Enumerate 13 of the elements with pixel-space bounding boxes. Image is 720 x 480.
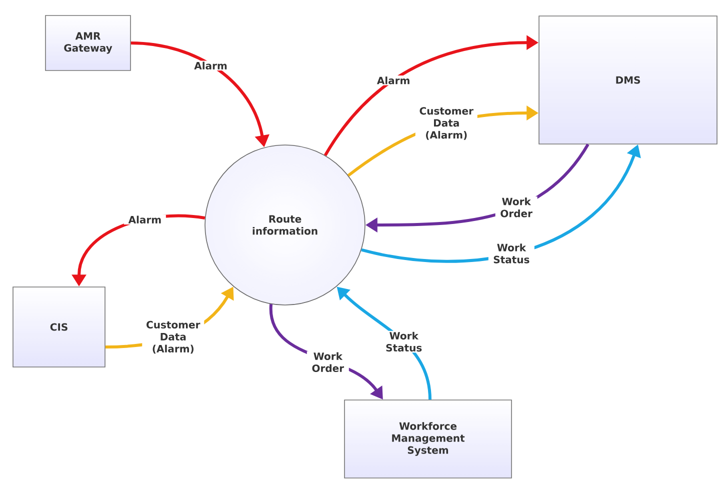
edge-label: Alarm: [124, 214, 166, 224]
edge-label: Alarm: [190, 60, 232, 70]
system-box: AMR Gateway: [45, 15, 131, 71]
edge-label: Customer Data (Alarm): [415, 106, 478, 141]
edge-label: Work Order: [495, 196, 538, 218]
edge-label: Work Order: [306, 351, 349, 374]
system-box: DMS: [538, 16, 718, 144]
system-box: CIS: [12, 286, 106, 368]
edge-label: Alarm: [372, 76, 415, 86]
edge-label: Work Status: [380, 330, 427, 353]
edge-label: Customer Data (Alarm): [142, 320, 204, 355]
edge-label: Work Status: [488, 242, 534, 264]
system-box: Workforce Management System: [344, 400, 512, 478]
